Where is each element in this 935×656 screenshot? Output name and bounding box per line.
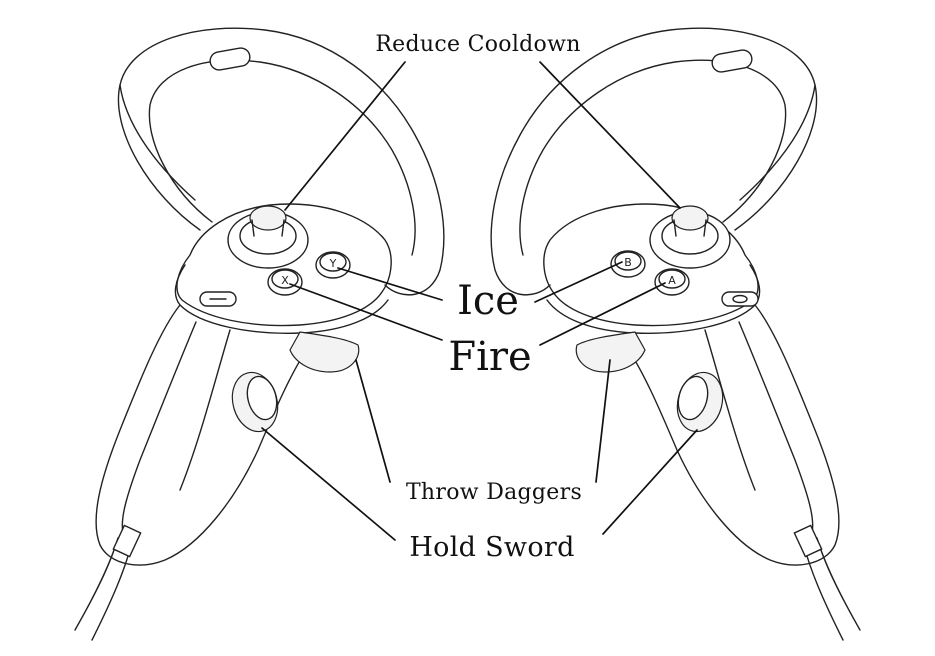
callout-throw-daggers-right xyxy=(595,359,611,483)
right-b-glyph: B xyxy=(624,256,632,269)
label-ice: Ice xyxy=(457,278,519,324)
right-cable xyxy=(816,537,861,631)
callout-throw-daggers-left xyxy=(355,359,391,483)
label-fire: Fire xyxy=(448,334,532,380)
left-grip xyxy=(95,304,311,566)
callout-fire-right xyxy=(539,282,666,346)
left-thumbstick xyxy=(249,205,287,231)
left-tracking-ring-inner xyxy=(148,59,416,256)
left-x-glyph: X xyxy=(281,274,289,287)
right-faceplate xyxy=(543,203,759,327)
right-oculus-button xyxy=(721,291,759,307)
right-tracking-ring-inner xyxy=(519,59,787,256)
left-cable xyxy=(74,537,119,631)
callout-lines xyxy=(261,61,698,541)
callout-reduce-cooldown-left xyxy=(284,61,406,211)
label-hold-sword: Hold Sword xyxy=(409,532,575,563)
label-reduce-cooldown: Reduce Cooldown xyxy=(375,32,581,57)
label-throw-daggers: Throw Daggers xyxy=(405,480,583,505)
callout-fire-left xyxy=(289,283,443,341)
callout-hold-sword-left xyxy=(261,427,396,541)
right-thumbstick xyxy=(671,205,709,231)
callout-ice-right xyxy=(534,261,623,303)
right-ring-slot xyxy=(711,49,753,73)
left-y-glyph: Y xyxy=(329,257,337,270)
callout-reduce-cooldown-right xyxy=(539,61,681,209)
left-faceplate xyxy=(176,203,392,327)
callout-hold-sword-right xyxy=(602,429,698,535)
right-a-glyph: A xyxy=(668,274,676,287)
right-tracking-ring xyxy=(490,27,818,296)
right-grip xyxy=(624,304,840,566)
right-trigger xyxy=(575,331,646,373)
left-ring-slot xyxy=(209,47,251,71)
right-controller: B A xyxy=(490,27,861,641)
left-trigger xyxy=(289,331,360,373)
left-tracking-ring xyxy=(117,27,445,296)
left-controller: Y X xyxy=(74,27,445,641)
callout-ice-left xyxy=(337,267,443,301)
